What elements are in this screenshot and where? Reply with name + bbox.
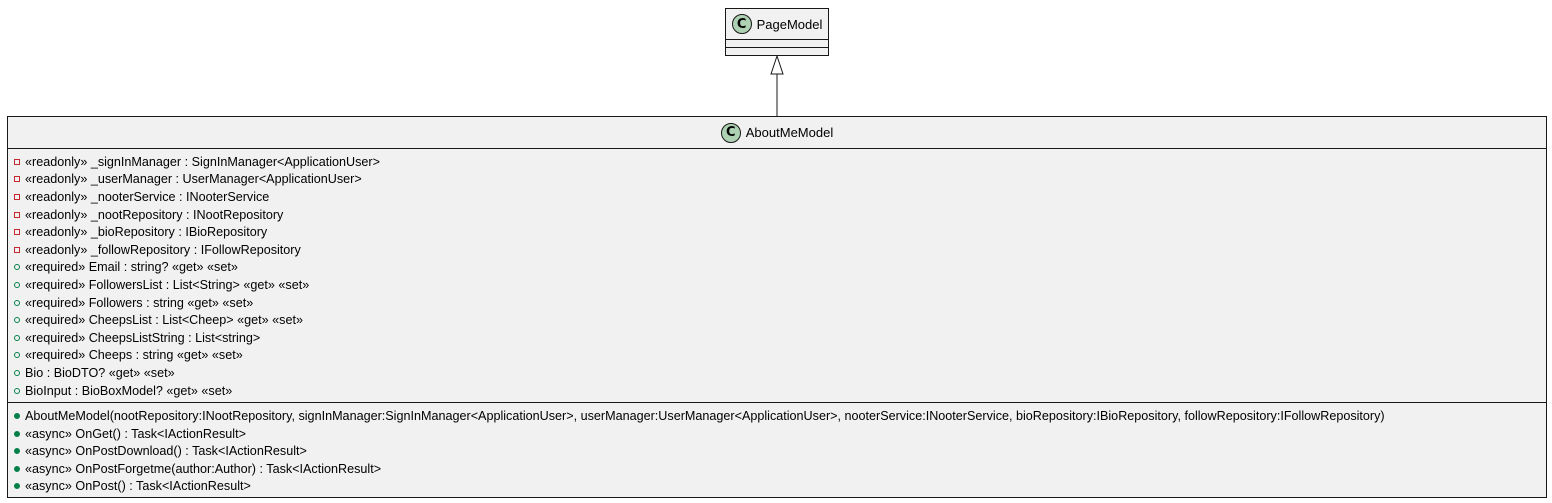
field-text: «required» CheepsList : List<Cheep> «get… (25, 313, 303, 328)
class-pagemodel: C PageModel (725, 8, 829, 56)
field-row: «required» CheepsListString : List<strin… (8, 329, 1546, 347)
field-text: «readonly» _nootRepository : INootReposi… (25, 207, 284, 222)
divider (726, 47, 828, 48)
public-visibility-icon (14, 281, 20, 288)
private-visibility-icon (14, 246, 20, 253)
method-row: «async» OnPost() : Task<IActionResult> (8, 478, 1546, 496)
methods-compartment: AboutMeModel(nootRepository:INootReposit… (8, 403, 1546, 498)
field-row: Bio : BioDTO? «get» «set» (8, 364, 1546, 382)
public-visibility-icon (14, 264, 20, 271)
field-row: BioInput : BioBoxModel? «get» «set» (8, 382, 1546, 400)
class-icon: C (720, 122, 741, 143)
field-text: «readonly» _bioRepository : IBioReposito… (25, 225, 268, 240)
class-aboutmemodel: C AboutMeModel «readonly» _signInManager… (7, 116, 1547, 498)
divider (8, 148, 1546, 149)
private-visibility-icon (14, 158, 20, 165)
inheritance-arrowhead (770, 54, 784, 75)
public-visibility-icon (14, 483, 20, 490)
field-text: «readonly» _nooterService : INooterServi… (25, 189, 270, 204)
private-visibility-icon (14, 229, 20, 236)
public-visibility-icon (14, 317, 20, 324)
field-text: «required» CheepsListString : List<strin… (25, 330, 261, 345)
divider (8, 402, 1546, 404)
field-row: «required» FollowersList : List<String> … (8, 276, 1546, 294)
class-header: C AboutMeModel (8, 117, 1546, 148)
public-visibility-icon (14, 465, 20, 472)
field-row: «required» Cheeps : string «get» «set» (8, 347, 1546, 365)
field-text: «required» Cheeps : string «get» «set» (25, 348, 243, 363)
method-text: «async» OnGet() : Task<IActionResult> (25, 426, 246, 441)
class-header: C PageModel (726, 9, 828, 39)
public-visibility-icon (14, 387, 20, 394)
field-row: «required» Email : string? «get» «set» (8, 259, 1546, 277)
public-visibility-icon (14, 413, 20, 420)
field-row: «required» CheepsList : List<Cheep> «get… (8, 311, 1546, 329)
method-text: «async» OnPost() : Task<IActionResult> (25, 479, 251, 494)
private-visibility-icon (14, 211, 20, 218)
class-name: AboutMeModel (745, 125, 834, 140)
method-row: «async» OnGet() : Task<IActionResult> (8, 425, 1546, 443)
field-text: «readonly» _signInManager : SignInManage… (25, 154, 380, 169)
method-text: «async» OnPostForgetme(author:Author) : … (25, 461, 382, 476)
public-visibility-icon (14, 352, 20, 359)
divider (726, 39, 828, 40)
class-name: PageModel (756, 16, 823, 32)
field-text: «required» Email : string? «get» «set» (25, 260, 238, 275)
public-visibility-icon (14, 369, 20, 376)
field-row: «readonly» _nooterService : INooterServi… (8, 188, 1546, 206)
field-text: «readonly» _followRepository : IFollowRe… (25, 242, 301, 257)
method-row: «async» OnPostForgetme(author:Author) : … (8, 460, 1546, 478)
field-row: «required» Followers : string «get» «set… (8, 294, 1546, 312)
private-visibility-icon (14, 193, 20, 200)
public-visibility-icon (14, 299, 20, 306)
class-icon: C (731, 14, 752, 34)
public-visibility-icon (14, 430, 20, 437)
field-row: «readonly» _followRepository : IFollowRe… (8, 241, 1546, 259)
field-text: «required» Followers : string «get» «set… (25, 295, 254, 310)
fields-compartment (726, 40, 828, 47)
field-text: BioInput : BioBoxModel? «get» «set» (25, 383, 233, 398)
fields-compartment: «readonly» _signInManager : SignInManage… (8, 149, 1546, 402)
public-visibility-icon (14, 334, 20, 341)
field-text: Bio : BioDTO? «get» «set» (25, 365, 175, 380)
method-text: AboutMeModel(nootRepository:INootReposit… (25, 409, 1385, 424)
method-row: «async» OnPostDownload() : Task<IActionR… (8, 443, 1546, 461)
field-text: «required» FollowersList : List<String> … (25, 277, 310, 292)
field-row: «readonly» _signInManager : SignInManage… (8, 153, 1546, 171)
public-visibility-icon (14, 448, 20, 455)
field-row: «readonly» _userManager : UserManager<Ap… (8, 171, 1546, 189)
method-text: «async» OnPostDownload() : Task<IActionR… (25, 444, 307, 459)
field-text: «readonly» _userManager : UserManager<Ap… (25, 172, 362, 187)
field-row: «readonly» _nootRepository : INootReposi… (8, 206, 1546, 224)
private-visibility-icon (14, 176, 20, 183)
method-row: AboutMeModel(nootRepository:INootReposit… (8, 407, 1546, 425)
field-row: «readonly» _bioRepository : IBioReposito… (8, 223, 1546, 241)
